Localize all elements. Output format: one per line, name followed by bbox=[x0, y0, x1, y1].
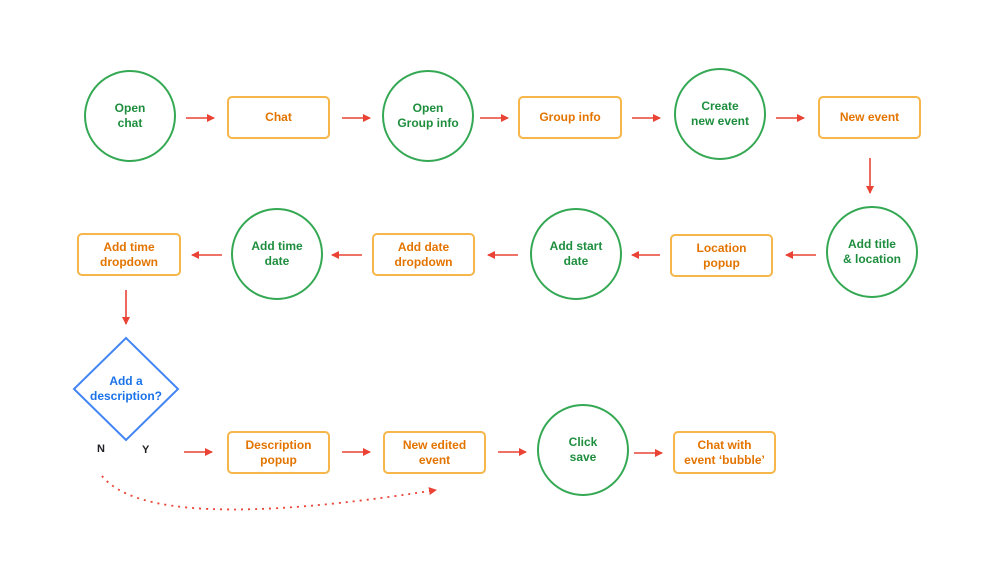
node-open-chat: Open chat bbox=[84, 70, 176, 162]
node-group-info-label: Group info bbox=[539, 110, 601, 124]
node-new-edited-event: New edited event bbox=[383, 431, 486, 474]
node-add-time-date: Add time date bbox=[231, 208, 323, 300]
node-new-event: New event bbox=[818, 96, 921, 139]
node-add-time-dropdown: Add time dropdown bbox=[77, 233, 181, 276]
node-add-time-date-label: Add time date bbox=[251, 239, 303, 268]
decision-label: Add a description? bbox=[89, 374, 162, 403]
node-location-popup: Location popup bbox=[670, 234, 773, 277]
decision-diamond bbox=[72, 336, 180, 442]
node-add-start-date-label: Add start date bbox=[549, 239, 603, 268]
node-add-date-dropdown: Add date dropdown bbox=[372, 233, 475, 276]
node-chat-with-bubble: Chat with event ‘bubble’ bbox=[673, 431, 776, 474]
node-create-new-event-label: Create new event bbox=[690, 99, 750, 128]
branch-no-label: N bbox=[97, 443, 105, 455]
node-location-popup-label: Location popup bbox=[696, 240, 747, 270]
node-description-popup-label: Description popup bbox=[245, 437, 312, 467]
node-add-date-dropdown-label: Add date dropdown bbox=[394, 239, 453, 269]
node-click-save: Click save bbox=[537, 404, 629, 496]
node-chat-with-bubble-label: Chat with event ‘bubble’ bbox=[684, 437, 765, 467]
node-group-info: Group info bbox=[518, 96, 622, 139]
node-description-popup: Description popup bbox=[227, 431, 330, 474]
node-open-group-info: Open Group info bbox=[382, 70, 474, 162]
node-chat-label: Chat bbox=[265, 110, 292, 124]
branch-yes-label: Y bbox=[142, 444, 150, 456]
node-open-group-info-label: Open Group info bbox=[397, 101, 459, 130]
node-add-description-decision: Add a description? bbox=[78, 366, 174, 412]
node-open-chat-label: Open chat bbox=[114, 101, 146, 130]
node-add-start-date: Add start date bbox=[530, 208, 622, 300]
arrow-no-skip-to-new-edited-event bbox=[101, 475, 437, 511]
node-add-title-location-label: Add title & location bbox=[842, 237, 901, 266]
node-add-title-location: Add title & location bbox=[826, 206, 918, 298]
node-new-event-label: New event bbox=[839, 110, 900, 124]
node-chat: Chat bbox=[227, 96, 330, 139]
node-add-time-dropdown-label: Add time dropdown bbox=[100, 239, 158, 269]
node-create-new-event: Create new event bbox=[674, 68, 766, 160]
node-new-edited-event-label: New edited event bbox=[402, 437, 467, 467]
node-click-save-label: Click save bbox=[568, 435, 598, 464]
